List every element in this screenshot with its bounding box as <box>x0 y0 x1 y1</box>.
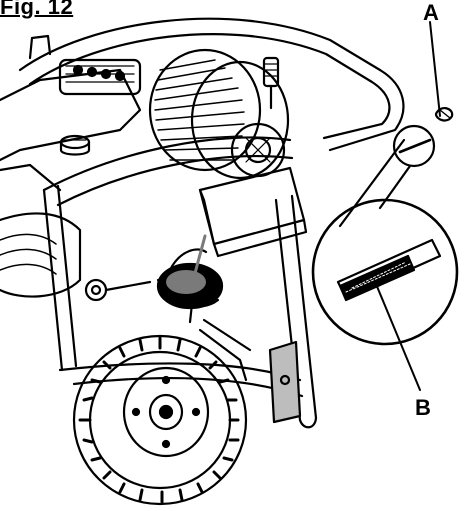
callout-a-assembly <box>338 21 454 228</box>
drain-valve <box>84 278 152 302</box>
oil-drain-funnel <box>156 234 224 324</box>
magnified-inset <box>311 198 459 391</box>
alternator <box>148 48 290 180</box>
figure-title: Fig. 12 <box>0 0 74 19</box>
frame-foot <box>268 340 302 424</box>
callout-label-b: B <box>415 395 431 420</box>
wheel <box>72 318 252 506</box>
callout-label-a: A <box>423 0 439 25</box>
ground-terminal <box>262 56 280 110</box>
engine-block <box>0 58 142 298</box>
control-housing <box>198 166 308 258</box>
lift-handle <box>28 34 52 60</box>
oil-fill-cap <box>59 134 91 156</box>
